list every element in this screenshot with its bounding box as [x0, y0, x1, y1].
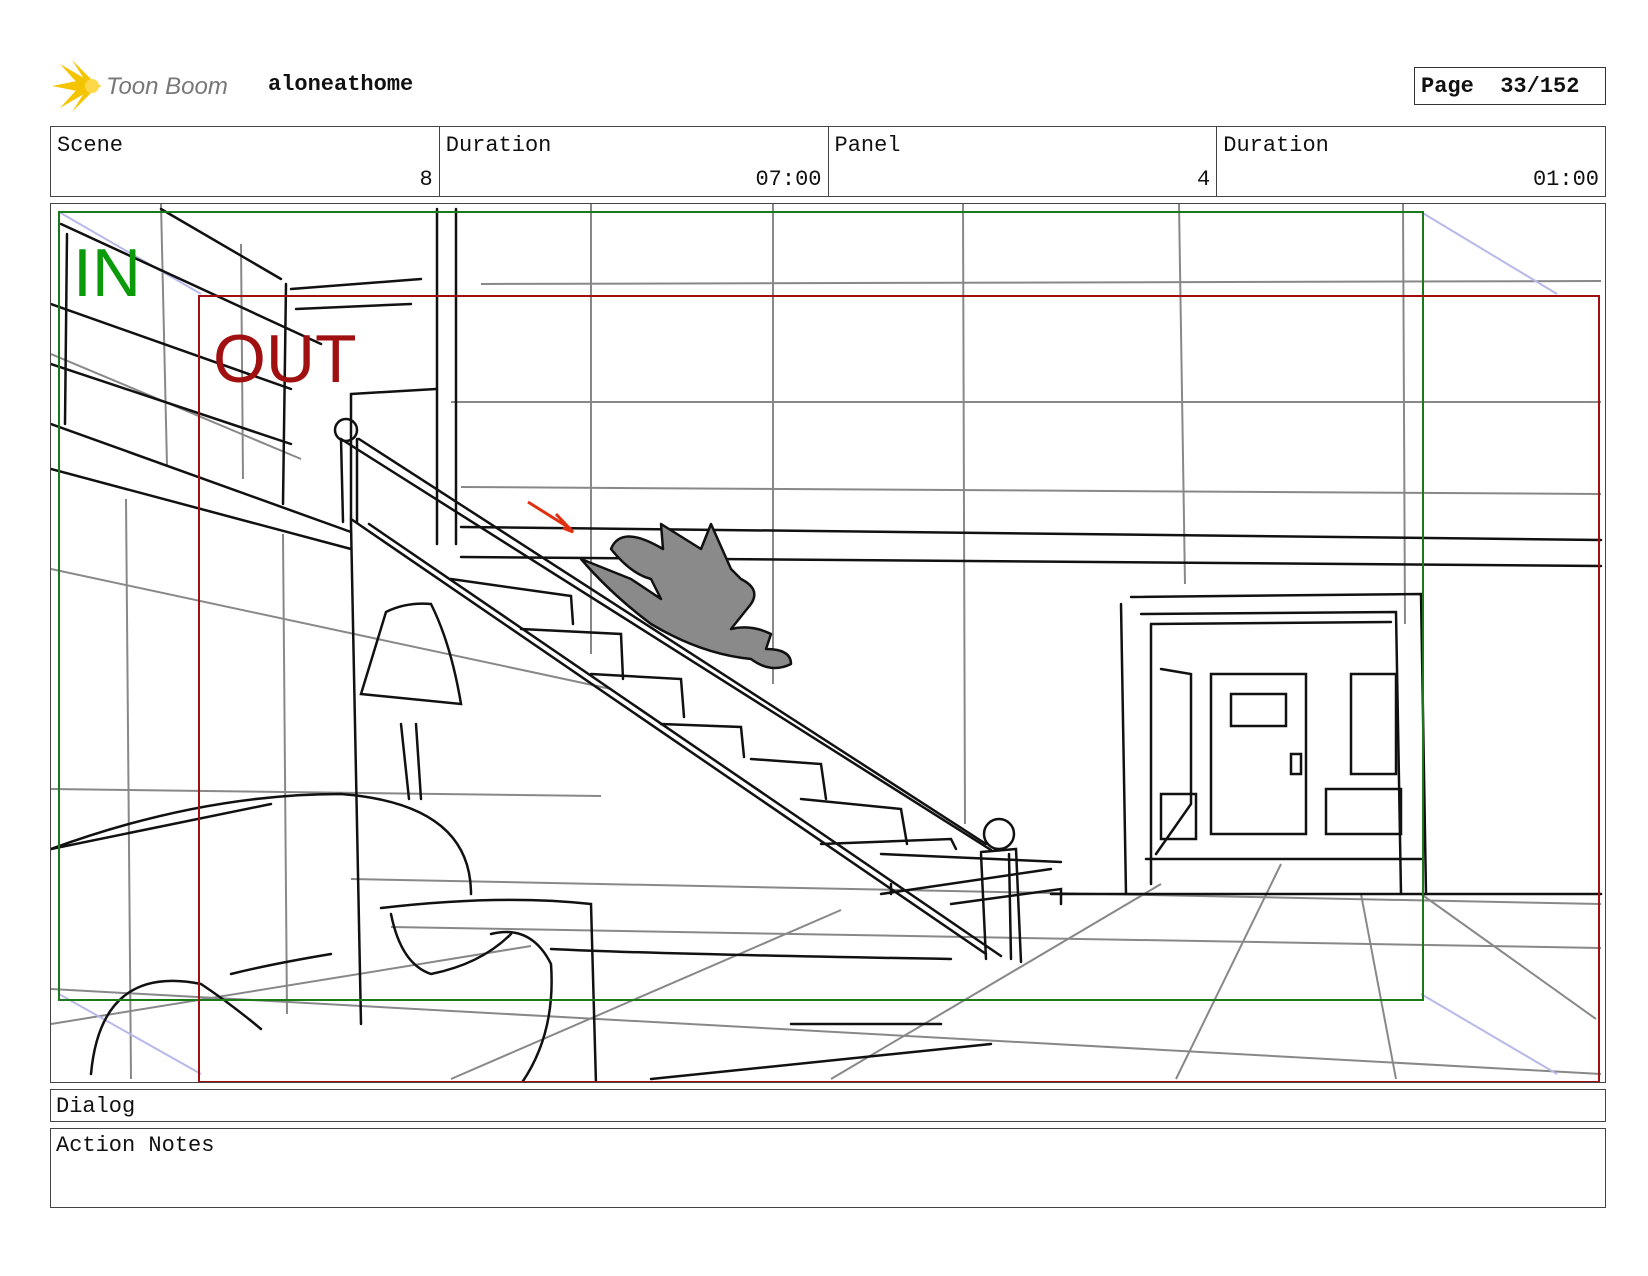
panel-drawing: IN OUT	[51, 204, 1603, 1082]
panel-cell: Panel 4	[829, 127, 1218, 196]
arrow-icon	[527, 500, 575, 534]
cat-character-sketch	[579, 522, 793, 670]
scene-cell: Scene 8	[51, 127, 440, 196]
scene-duration-cell: Duration 07:00	[440, 127, 829, 196]
panel-duration-label: Duration	[1223, 133, 1329, 158]
scene-duration-label: Duration	[445, 133, 552, 158]
project-title: aloneathome	[268, 72, 414, 97]
page-indicator: Page 33/152	[1414, 67, 1606, 105]
dialog-label: Dialog	[56, 1094, 136, 1119]
scene-info-table: Scene 8 Duration 07:00 Panel 4 Duration …	[50, 126, 1606, 197]
in-frame	[58, 211, 1424, 1001]
action-notes-box[interactable]: Action Notes	[50, 1128, 1606, 1208]
dialog-box[interactable]: Dialog	[50, 1089, 1606, 1122]
panel-duration-cell: Duration 01:00	[1217, 127, 1605, 196]
scene-label: Scene	[57, 133, 124, 158]
toon-boom-logo: Toon Boom	[52, 58, 252, 114]
scene-value: 8	[419, 167, 433, 192]
logo-text: Toon Boom	[106, 73, 228, 100]
out-frame	[198, 295, 1600, 1082]
panel-duration-value: 01:00	[1532, 167, 1599, 192]
action-notes-label: Action Notes	[56, 1133, 215, 1158]
panel-value: 4	[1197, 167, 1211, 192]
scene-duration-value: 07:00	[755, 167, 822, 192]
out-label: OUT	[213, 321, 357, 397]
panel-label: Panel	[834, 133, 901, 158]
in-label: IN	[73, 235, 141, 311]
storyboard-panel: IN OUT	[50, 203, 1606, 1083]
